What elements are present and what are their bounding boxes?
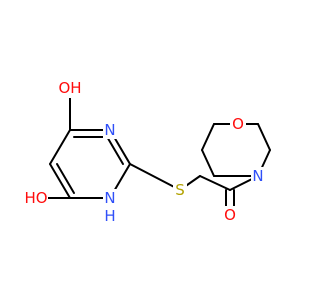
- bond-c4-c5: [49, 129, 71, 165]
- bond-c2-s: [129, 163, 181, 191]
- atom-label-ho: HO: [24, 189, 47, 207]
- molecule-diagram: OH HO N N H S O N O: [24, 78, 271, 225]
- atom-label-amide-n: N: [252, 167, 263, 185]
- bond-c5-c6: [49, 163, 71, 199]
- atom-label-oh: OH: [58, 79, 81, 97]
- atom-label-carbonyl-o: O: [224, 206, 236, 224]
- bond-morph-c3-c4: [201, 123, 215, 151]
- bond-morph-c1-c2: [257, 123, 271, 151]
- bond-ch2-co: [199, 175, 231, 191]
- bond-c2-n3-inner: [105, 134, 124, 165]
- bond-layer: [44, 89, 271, 213]
- atom-label-n-bottom: N: [104, 189, 115, 207]
- atom-label-morpholine-o: O: [232, 115, 244, 133]
- bond-c5-c6-inner: [56, 163, 75, 194]
- bond-morph-c4-n: [201, 149, 215, 177]
- atom-label-layer: OH HO N N H S O N O: [24, 78, 265, 225]
- atom-label-n-top: N: [104, 121, 115, 139]
- atom-label-s: S: [175, 181, 185, 199]
- atom-label-nh-h: H: [104, 207, 115, 225]
